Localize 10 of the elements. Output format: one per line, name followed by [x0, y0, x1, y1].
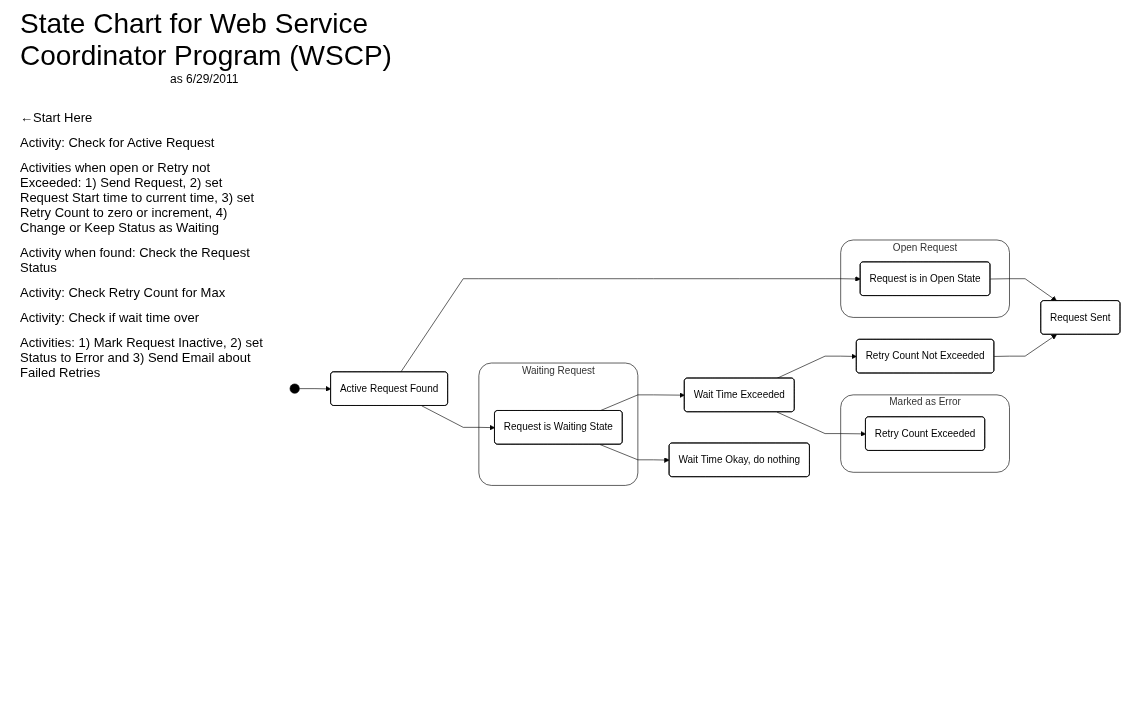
activity-note: Activities when open or Retry not Exceeded: 1) Send Request, 2) set Request Start time to current time, 3) set Retry Count to zero or increment, 4) Change or Keep Status as Waiting — [20, 160, 256, 235]
node-circle — [289, 383, 300, 394]
diagram-title: State Chart for Web Service Coordinator Program (WSCP) — [20, 8, 393, 72]
activity-note: Activity: Check Retry Count for Max — [20, 285, 227, 300]
activity-note: Activity: Check if wait time over — [20, 310, 201, 325]
activity-note: Activity when found: Check the Request Status — [20, 245, 251, 275]
date-note: as 6/29/2011 — [170, 72, 240, 86]
activity-note: Activities: 1) Mark Request Inactive, 2) set Status to Error and 3) Send Email about Failed Retries — [20, 335, 264, 380]
activity-note: Activity: Check for Active Request — [20, 135, 216, 150]
activity-note: ←Start Here — [20, 110, 94, 125]
